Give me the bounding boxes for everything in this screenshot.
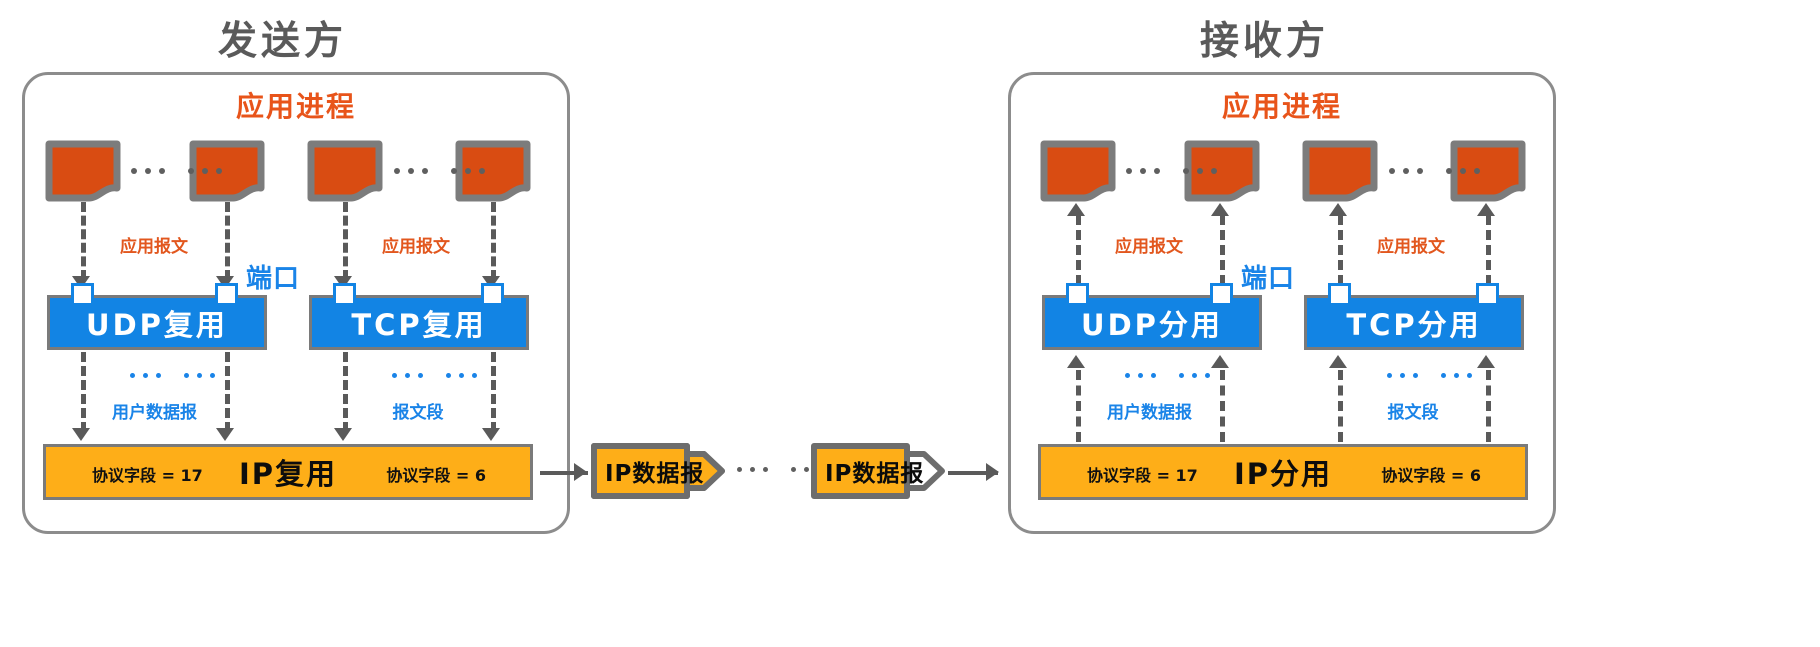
arrow-head-down-icon xyxy=(216,428,234,441)
app-process-icon xyxy=(307,140,383,202)
ip-bar-label: IP分用 xyxy=(1233,457,1333,491)
transport-box-tcp[interactable]: TCP复用 xyxy=(309,295,529,350)
port-square[interactable] xyxy=(71,283,94,306)
arrow-head-up-icon xyxy=(1211,355,1229,368)
sender-title: 发送方 xyxy=(218,19,348,64)
flow-line xyxy=(1220,370,1225,442)
app-process-icon xyxy=(1450,140,1526,202)
app-process-icon xyxy=(455,140,531,202)
ellipsis-dots xyxy=(737,467,822,472)
port-square[interactable] xyxy=(333,283,356,306)
arrow-head-right-icon xyxy=(986,463,999,481)
ip-bar-receiver[interactable]: 协议字段 = 17 IP分用 协议字段 = 6 xyxy=(1038,444,1528,500)
flow-line xyxy=(81,352,86,432)
flow-line xyxy=(225,352,230,432)
flow-line xyxy=(1220,215,1225,285)
receiver-process-title: 应用进程 xyxy=(1221,90,1342,123)
network-link-line xyxy=(948,471,998,475)
app-process-icon xyxy=(1302,140,1378,202)
app-process-icon xyxy=(45,140,121,202)
ip-datagram-label: IP数据报 xyxy=(825,461,925,487)
port-square[interactable] xyxy=(481,283,504,306)
flow-line xyxy=(343,352,348,432)
flow-line xyxy=(81,202,86,280)
arrow-head-up-icon xyxy=(1329,355,1347,368)
arrow-head-up-icon xyxy=(1329,203,1347,216)
flow-line xyxy=(225,202,230,280)
ip-bar-label: IP复用 xyxy=(238,457,338,491)
arrow-head-right-icon xyxy=(574,463,587,481)
flow-line xyxy=(1338,215,1343,285)
port-square[interactable] xyxy=(1328,283,1351,306)
ellipsis-dots xyxy=(1389,168,1480,174)
app-message-label: 应用报文 xyxy=(1377,237,1445,257)
ellipsis-dots xyxy=(392,373,477,378)
receiver-title: 接收方 xyxy=(1200,19,1330,64)
ip-datagram-label: IP数据报 xyxy=(605,461,705,487)
port-square[interactable] xyxy=(1066,283,1089,306)
protocol-field-tcp: 协议字段 = 6 xyxy=(386,466,486,485)
payload-label-tcp: 报文段 xyxy=(1387,403,1439,423)
ip-datagram-right[interactable]: IP数据报 xyxy=(811,443,946,499)
flow-line xyxy=(343,202,348,280)
transport-box-udp[interactable]: UDP分用 xyxy=(1042,295,1262,350)
ellipsis-dots xyxy=(1387,373,1472,378)
sender-process-title: 应用进程 xyxy=(235,90,356,123)
arrow-head-down-icon xyxy=(482,428,500,441)
port-label: 端口 xyxy=(1241,264,1296,294)
arrow-head-up-icon xyxy=(1067,203,1085,216)
arrow-head-down-icon xyxy=(334,428,352,441)
flow-line xyxy=(491,202,496,280)
ellipsis-dots xyxy=(1126,168,1217,174)
port-square[interactable] xyxy=(1476,283,1499,306)
app-message-label: 应用报文 xyxy=(1115,237,1183,257)
app-process-icon xyxy=(189,140,265,202)
flow-line xyxy=(491,352,496,432)
app-process-icon xyxy=(1184,140,1260,202)
protocol-field-udp: 协议字段 = 17 xyxy=(1087,466,1198,485)
payload-label-udp: 用户数据报 xyxy=(1107,403,1192,423)
arrow-head-up-icon xyxy=(1067,355,1085,368)
arrow-head-up-icon xyxy=(1477,203,1495,216)
flow-line xyxy=(1486,370,1491,442)
app-message-label: 应用报文 xyxy=(120,237,188,257)
arrow-head-down-icon xyxy=(72,428,90,441)
arrow-head-up-icon xyxy=(1211,203,1229,216)
flow-line xyxy=(1076,215,1081,285)
ip-datagram-left[interactable]: IP数据报 xyxy=(591,443,726,499)
ellipsis-dots xyxy=(1125,373,1210,378)
ellipsis-dots xyxy=(131,168,222,174)
payload-label-udp: 用户数据报 xyxy=(112,403,197,423)
ellipsis-dots xyxy=(394,168,485,174)
app-message-label: 应用报文 xyxy=(382,237,450,257)
protocol-field-udp: 协议字段 = 17 xyxy=(92,466,203,485)
ellipsis-dots xyxy=(130,373,215,378)
protocol-field-tcp: 协议字段 = 6 xyxy=(1381,466,1481,485)
flow-line xyxy=(1076,370,1081,442)
payload-label-tcp: 报文段 xyxy=(392,403,444,423)
flow-line xyxy=(1486,215,1491,285)
port-label: 端口 xyxy=(246,264,301,294)
flow-line xyxy=(1338,370,1343,442)
ip-bar-sender[interactable]: 协议字段 = 17 IP复用 协议字段 = 6 xyxy=(43,444,533,500)
port-square[interactable] xyxy=(215,283,238,306)
app-process-icon xyxy=(1040,140,1116,202)
arrow-head-up-icon xyxy=(1477,355,1495,368)
network-link-line xyxy=(540,471,588,475)
port-square[interactable] xyxy=(1210,283,1233,306)
